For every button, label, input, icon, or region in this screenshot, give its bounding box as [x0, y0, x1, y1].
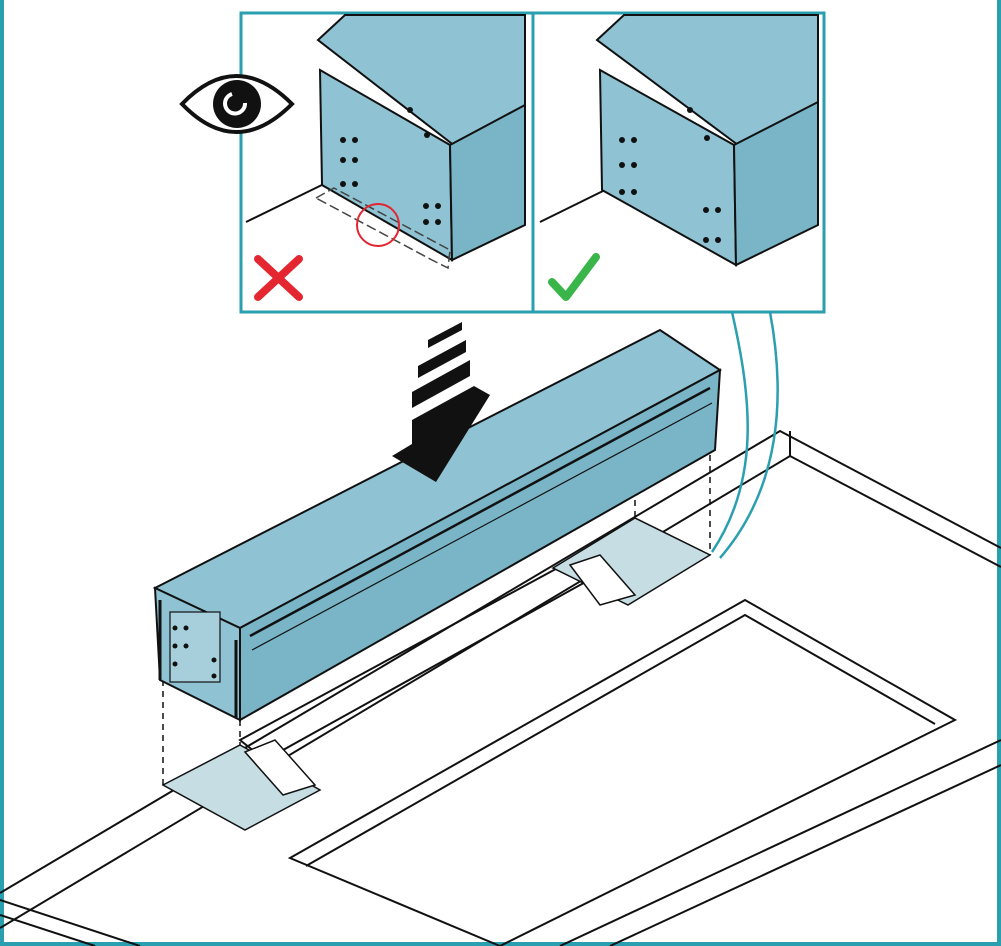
checkmark-icon [548, 253, 600, 301]
alignment-guides [162, 455, 711, 785]
red-circle-icon [356, 203, 400, 247]
mounting-plate-back [551, 517, 712, 606]
mounting-plate-front [161, 739, 322, 831]
callout-leader [710, 311, 779, 559]
cross-icon [254, 255, 303, 301]
inset-panel-wrong [245, 14, 526, 301]
inset-panel-correct [539, 14, 819, 301]
down-arrow-icon [392, 322, 490, 482]
eye-icon [179, 74, 295, 134]
